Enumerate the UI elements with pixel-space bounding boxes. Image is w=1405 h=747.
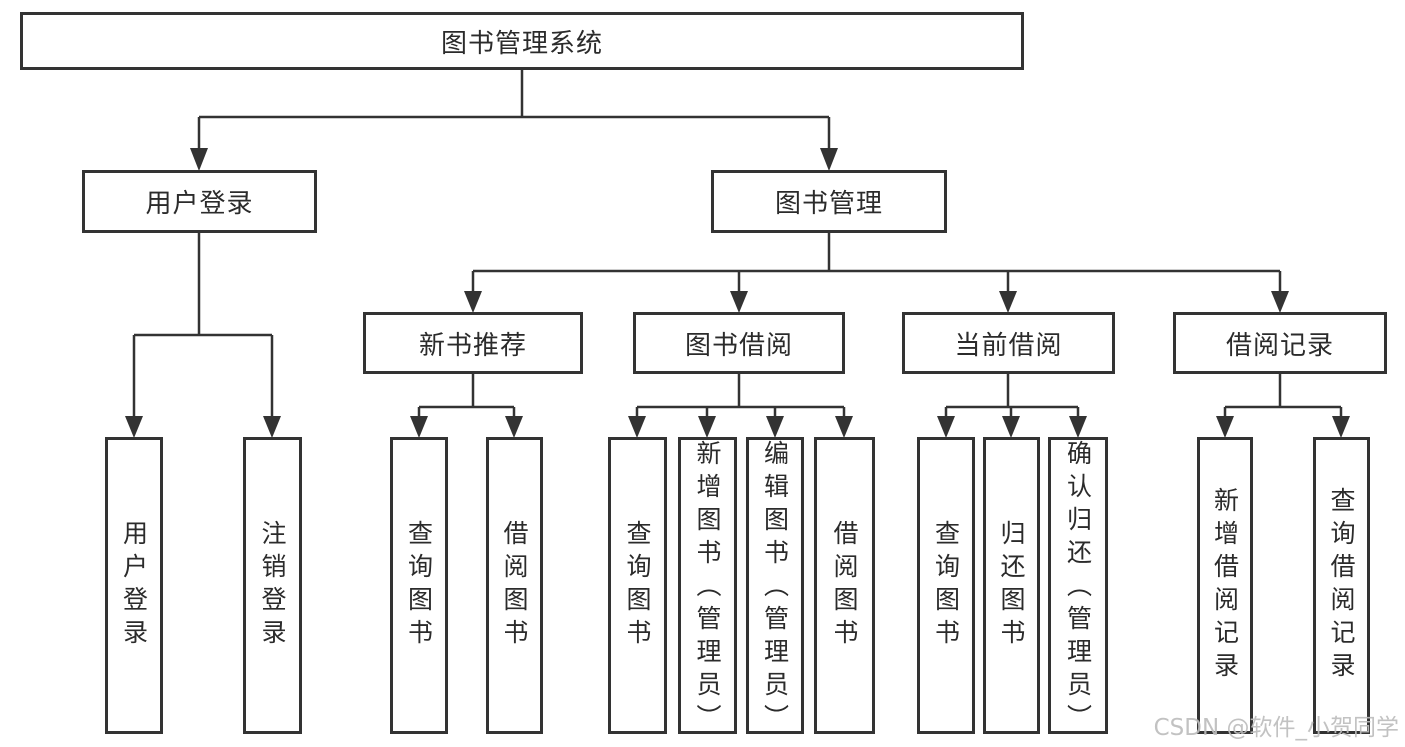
leaf-add-books-admin-label: 新增图书（管理员） <box>693 440 722 737</box>
node-root-label: 图书管理系统 <box>440 28 603 59</box>
node-new-book-recommendation: 新书推荐 <box>363 312 583 374</box>
node-root-system: 图书管理系统 <box>20 12 1024 70</box>
leaf-confirm-return-admin-label: 确认归还（管理员） <box>1063 440 1093 737</box>
leaf-borrow-books: 借阅图书 <box>814 437 875 734</box>
leaf-query-borrow-record: 查询借阅记录 <box>1313 437 1370 734</box>
leaf-confirm-return-admin: 确认归还（管理员） <box>1048 437 1108 737</box>
leaf-user-login: 用户登录 <box>105 437 163 734</box>
leaf-borrow-books-recommend-label: 借阅图书 <box>500 519 529 652</box>
leaf-borrow-books-label: 借阅图书 <box>830 519 859 652</box>
leaf-query-books-recommend: 查询图书 <box>390 437 448 734</box>
node-borrow-records-label: 借阅记录 <box>1225 330 1334 361</box>
leaf-logout-label: 注销登录 <box>258 519 287 652</box>
leaf-query-books-borrow: 查询图书 <box>608 437 667 734</box>
connector-arrowheads <box>125 148 1350 438</box>
node-book-management-label: 图书管理 <box>774 189 883 219</box>
leaf-edit-books-admin-label: 编辑图书（管理员） <box>760 440 790 737</box>
leaf-logout: 注销登录 <box>243 437 302 734</box>
node-book-management: 图书管理 <box>711 170 947 233</box>
leaf-return-books: 归还图书 <box>983 437 1040 734</box>
node-book-borrowing-label: 图书借阅 <box>684 330 793 361</box>
leaf-query-books-borrow-label: 查询图书 <box>623 519 652 652</box>
leaf-add-borrow-record: 新增借阅记录 <box>1197 437 1253 734</box>
node-book-borrowing: 图书借阅 <box>633 312 845 374</box>
connector-paths <box>132 70 1343 418</box>
leaf-query-books-current-label: 查询图书 <box>931 519 961 652</box>
leaf-add-books-admin: 新增图书（管理员） <box>678 437 737 737</box>
node-current-borrowing: 当前借阅 <box>902 312 1115 374</box>
leaf-query-books-current: 查询图书 <box>917 437 975 734</box>
leaf-return-books-label: 归还图书 <box>997 519 1026 652</box>
leaf-query-borrow-record-label: 查询借阅记录 <box>1327 486 1356 685</box>
leaf-edit-books-admin: 编辑图书（管理员） <box>746 437 804 737</box>
leaf-query-books-recommend-label: 查询图书 <box>404 519 434 652</box>
leaf-borrow-books-recommend: 借阅图书 <box>486 437 543 734</box>
node-borrow-records: 借阅记录 <box>1173 312 1387 374</box>
node-user-login: 用户登录 <box>82 170 317 233</box>
leaf-add-borrow-record-label: 新增借阅记录 <box>1210 486 1240 685</box>
leaf-user-login-label: 用户登录 <box>119 519 149 652</box>
node-user-login-label: 用户登录 <box>145 189 254 219</box>
node-new-book-recommendation-label: 新书推荐 <box>418 330 527 361</box>
node-current-borrowing-label: 当前借阅 <box>954 330 1063 361</box>
watermark: CSDN @软件_小贺同学 <box>1153 715 1399 741</box>
